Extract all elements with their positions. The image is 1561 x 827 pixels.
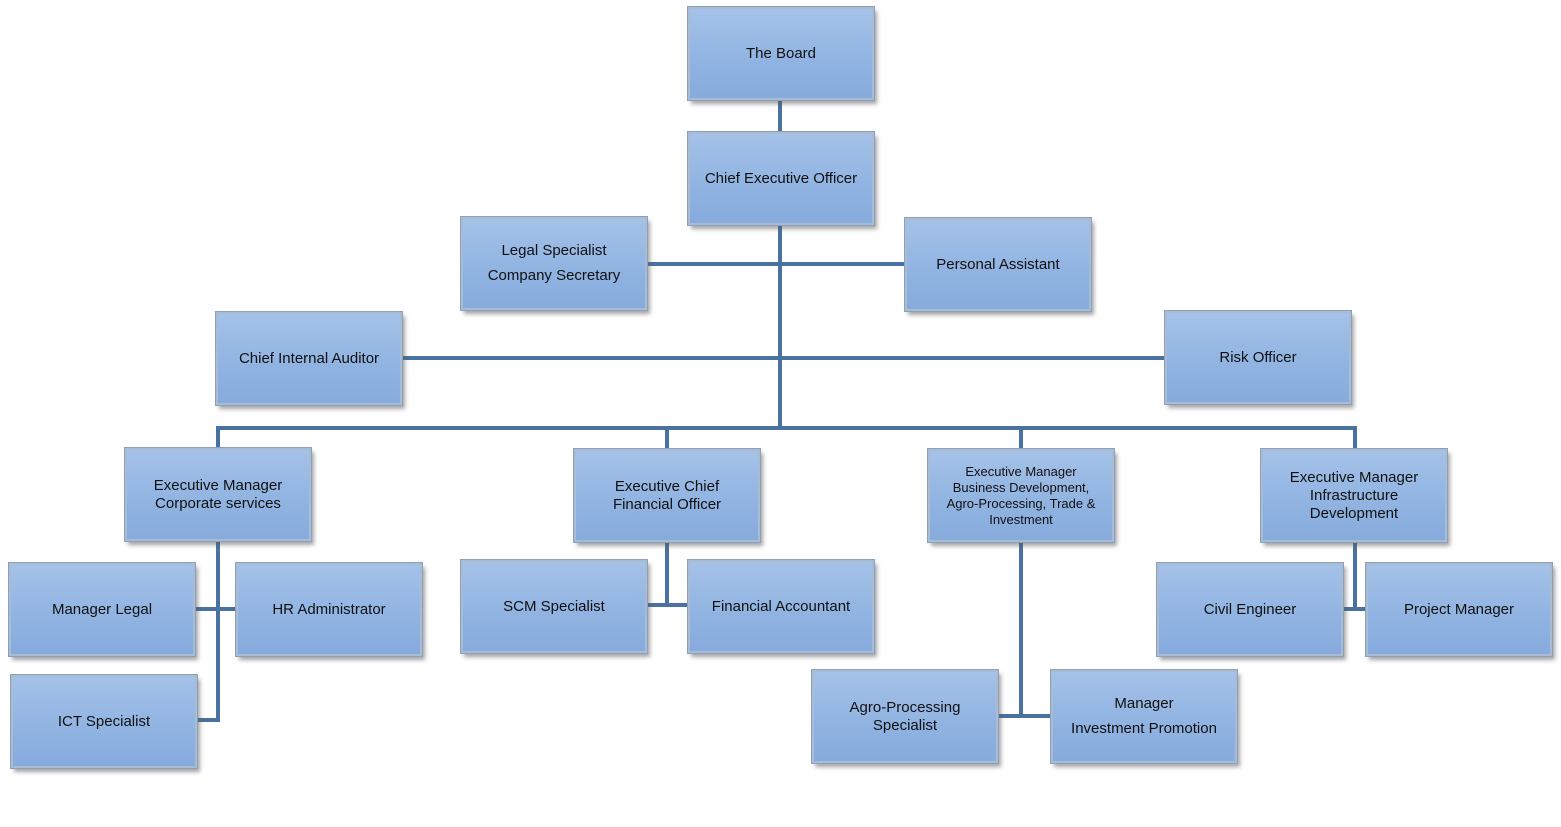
node-label: Chief Executive Officer [704,169,858,187]
node-label-line-1: Manager [1114,695,1174,712]
node-agro-processing-specialist: Agro-Processing Specialist [811,669,999,764]
node-label-line-2: Corporate services [155,494,281,512]
node-civil-engineer: Civil Engineer [1156,562,1344,657]
node-label: Manager Legal [51,600,153,618]
node-chief-executive-officer: Chief Executive Officer [687,131,875,226]
node-scm-specialist: SCM Specialist [460,559,648,654]
node-legal-specialist: Legal Specialist Company Secretary [460,216,648,311]
node-label: Civil Engineer [1203,600,1297,618]
node-hr-administrator: HR Administrator [235,562,423,657]
node-label: Financial Accountant [711,597,851,615]
node-executive-manager-business-development: Executive Manager Business Development, … [927,448,1115,543]
node-label: Executive Chief Financial Officer [612,477,722,513]
node-label: Project Manager [1403,600,1515,618]
node-label: Agro-Processing Specialist [849,698,961,734]
node-label: Chief Internal Auditor [238,349,380,367]
node-chief-internal-auditor: Chief Internal Auditor [215,311,403,406]
node-personal-assistant: Personal Assistant [904,217,1092,312]
node-executive-manager-corporate-services: Executive Manager Corporate services [124,447,312,542]
node-label: SCM Specialist [503,597,605,615]
node-executive-manager-infrastructure: Executive Manager Infrastructure Develop… [1260,448,1448,543]
node-label: The Board [745,44,817,62]
node-manager-legal: Manager Legal [8,562,196,657]
node-label: Executive Manager Business Development, … [946,463,1096,527]
node-manager-investment-promotion: Manager Investment Promotion [1050,669,1238,764]
node-label-line-1: Executive Manager [153,476,283,494]
node-label: HR Administrator [272,600,386,618]
node-label: Executive Manager Infrastructure Develop… [1289,468,1419,522]
node-ict-specialist: ICT Specialist [10,674,198,769]
node-financial-accountant: Financial Accountant [687,559,875,654]
node-label-line-2: Company Secretary [487,267,621,284]
node-label: ICT Specialist [57,712,151,730]
node-label: Personal Assistant [936,255,1060,273]
node-label-line-2: Investment Promotion [1071,720,1217,737]
node-risk-officer: Risk Officer [1164,310,1352,405]
node-label: Risk Officer [1219,348,1297,366]
node-executive-chief-financial-officer: Executive Chief Financial Officer [573,448,761,543]
node-the-board: The Board [687,6,875,101]
node-label-line-1: Legal Specialist [501,242,607,259]
node-project-manager: Project Manager [1365,562,1553,657]
